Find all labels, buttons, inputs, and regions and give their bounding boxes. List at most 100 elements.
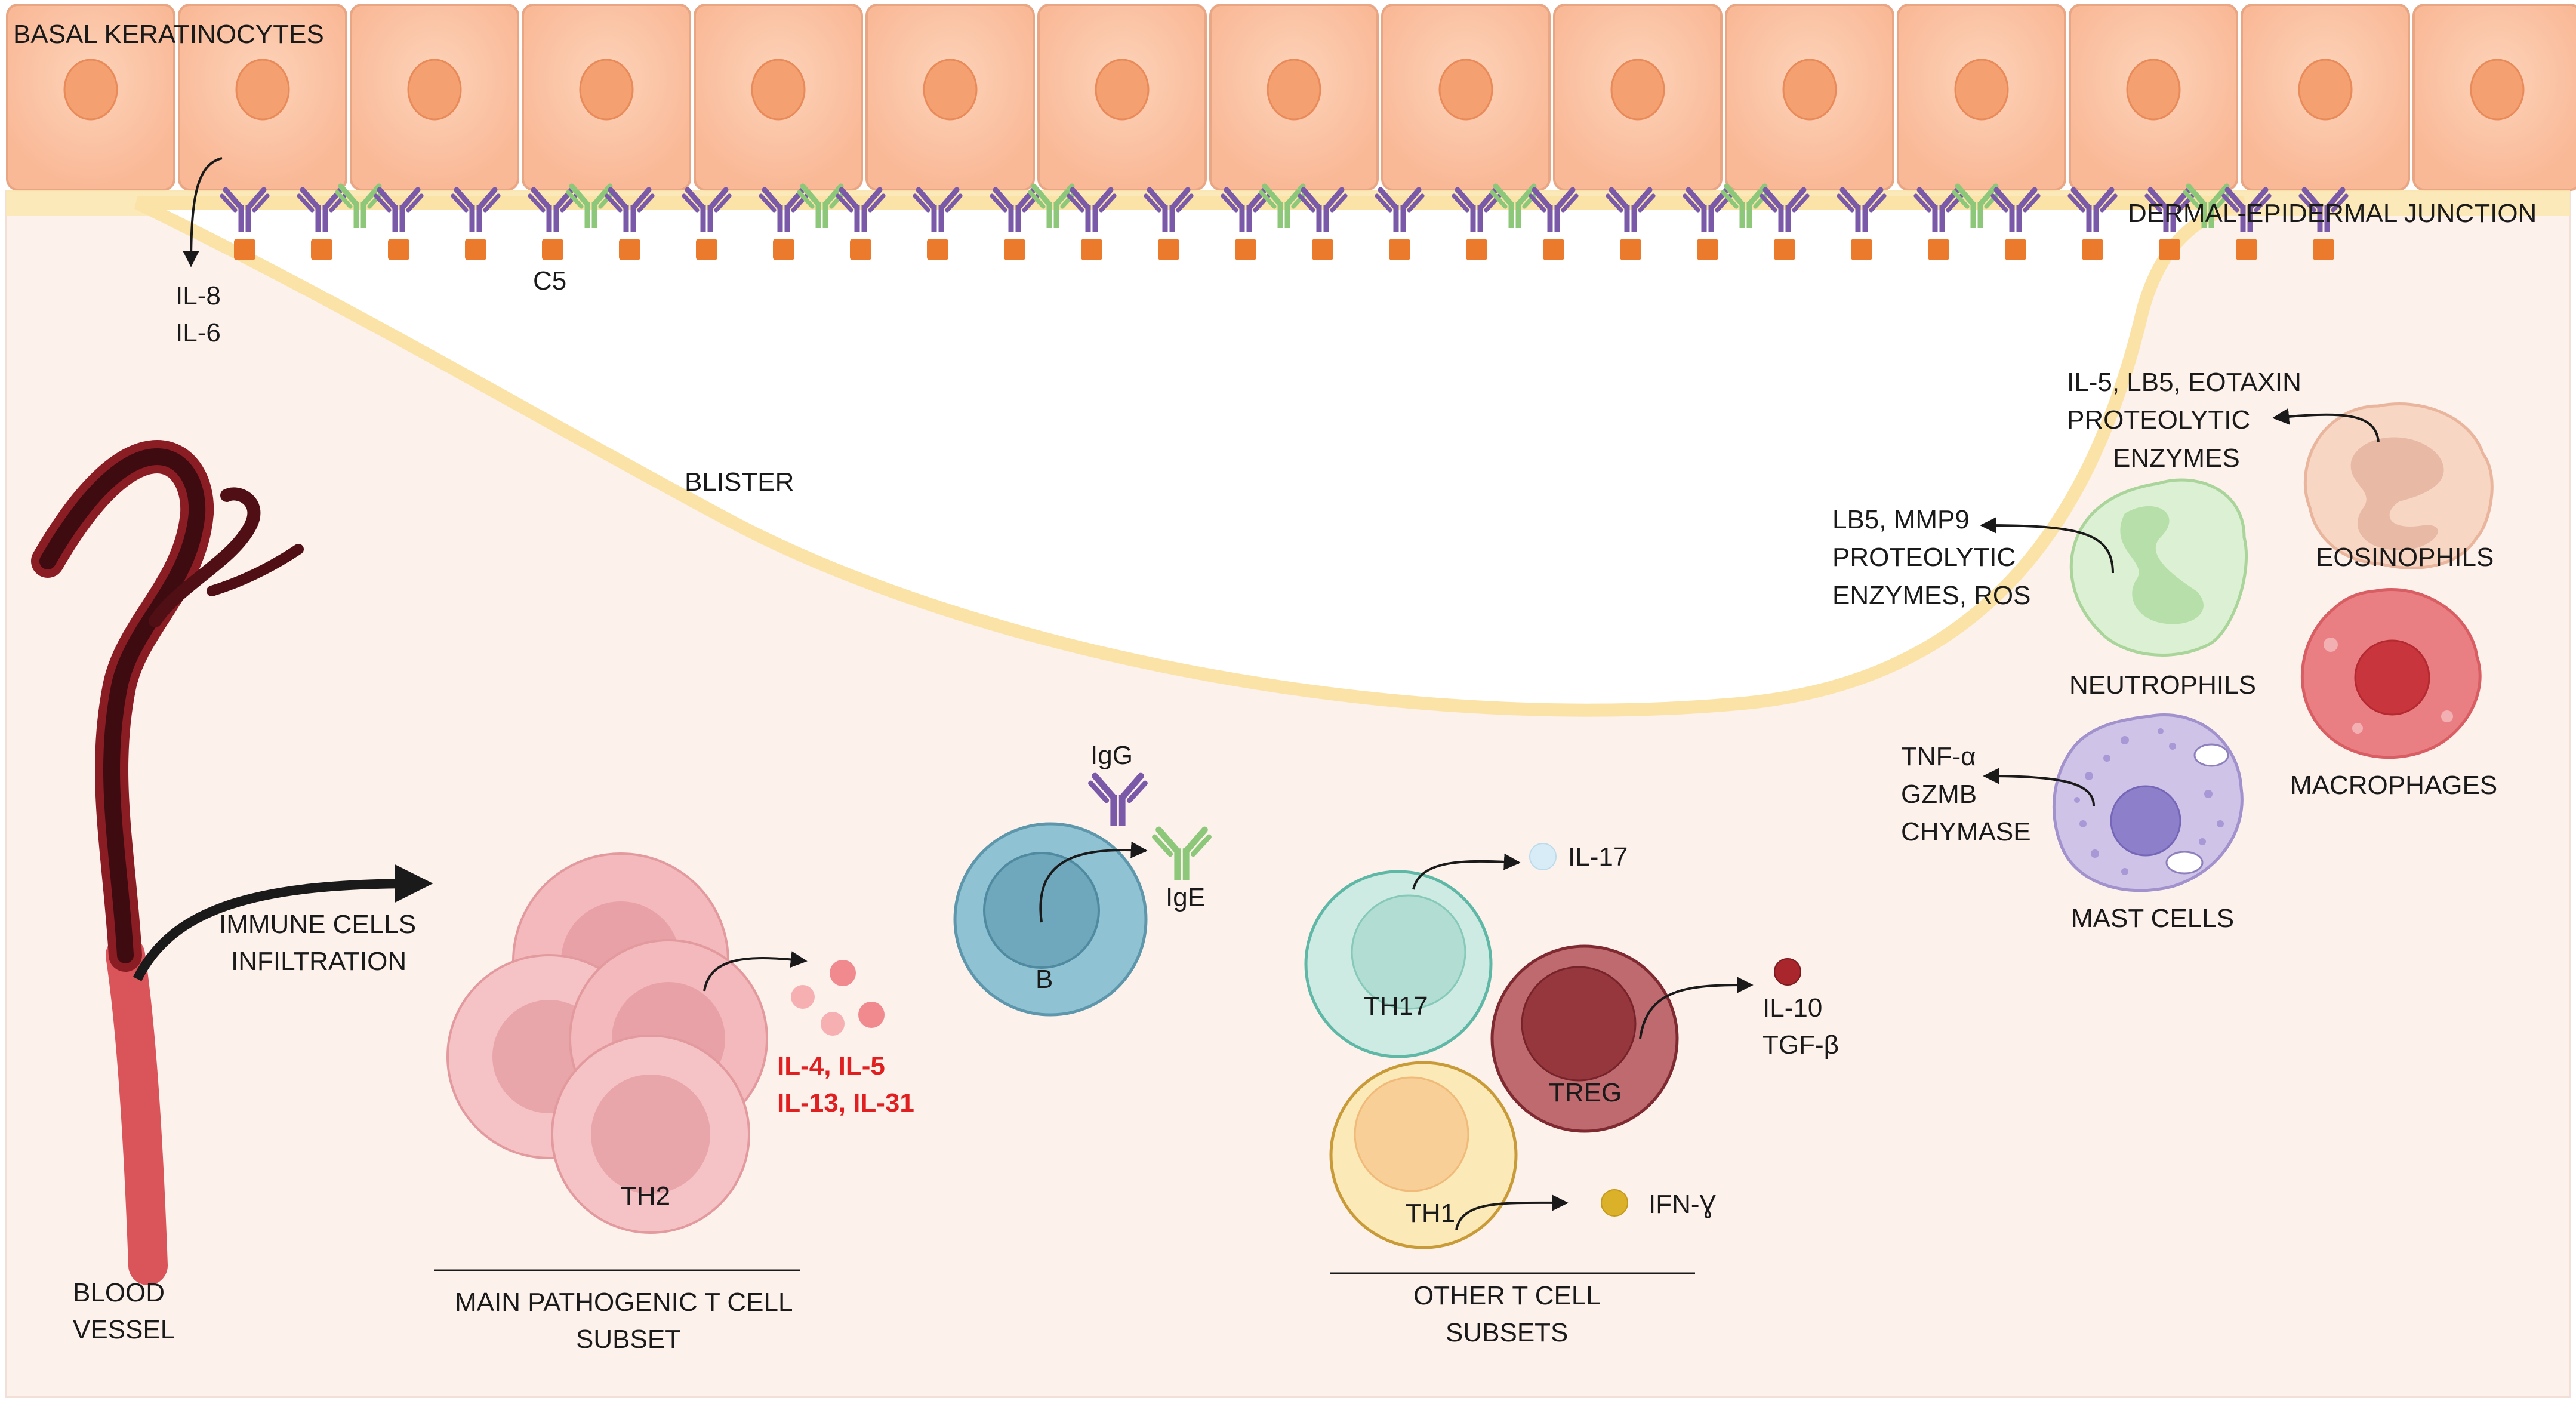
igg-c5-complex [605, 187, 655, 260]
antibody-icon [1067, 187, 1117, 232]
ifng-dot [1601, 1189, 1628, 1217]
mast-cells-label: MAST CELLS [2071, 904, 2234, 933]
igg-c5-complex [1144, 187, 1194, 260]
b-cell [953, 822, 1148, 1017]
keratinocyte-cell [2412, 4, 2576, 191]
keratinocyte-cell [2069, 4, 2238, 191]
antibody-icon [1837, 187, 1887, 232]
antibody-icon [1088, 772, 1148, 826]
blister-cavity [134, 196, 2246, 717]
antibody-icon [1721, 183, 1771, 228]
igg-c5-complex [759, 183, 847, 260]
igg-c5-complex [2067, 187, 2118, 260]
antibody-icon [1990, 187, 2041, 232]
th17-label: TH17 [1364, 992, 1428, 1021]
dermal-epidermal-junction-label: DERMAL-EPIDERMAL JUNCTION [2128, 199, 2537, 228]
igg-antibody-icon [1088, 772, 1148, 826]
blister-label: BLISTER [685, 467, 794, 497]
keratinocyte-cell [522, 4, 691, 191]
keratinocyte-cell [1725, 4, 1894, 191]
c5-block [1158, 239, 1179, 260]
antibody-icon [220, 187, 270, 232]
il17-label: IL-17 [1568, 842, 1628, 872]
c5-block [1312, 239, 1333, 260]
macrophage-cell [2300, 588, 2482, 759]
eos-products-label-1: IL-5, LB5, EOTAXIN [2067, 368, 2301, 397]
igg-c5-complex [1529, 187, 1579, 260]
igg-c5-complex [1298, 187, 1348, 260]
main-subset-label-1: MAIN PATHOGENIC T CELL [455, 1288, 793, 1317]
keratinocyte-cell [865, 4, 1035, 191]
keratinocyte-cell [1553, 4, 1723, 191]
antibody-icon [797, 183, 847, 228]
antibody-icon [1529, 187, 1579, 232]
th2-label: TH2 [621, 1181, 670, 1211]
blood-vessel [31, 440, 304, 1285]
c5-block [1774, 239, 1795, 260]
antibody-icon [451, 187, 501, 232]
il10-dot [1774, 958, 1801, 986]
antibody-icon [2298, 187, 2349, 232]
c5-block [1235, 239, 1256, 260]
keratinocyte-cell [178, 4, 347, 191]
th17-secretion-arrow [1412, 853, 1521, 890]
antibody-icon [682, 187, 732, 232]
il6-label: IL-6 [175, 318, 221, 347]
treg-label: TREG [1549, 1078, 1622, 1107]
igg-c5-complex [1375, 187, 1425, 260]
basal-keratinocytes-label: BASAL KERATINOCYTES [13, 20, 324, 49]
eosinophil-cell [2303, 402, 2494, 569]
neutrophil-cell [2069, 478, 2248, 657]
il-arrow [183, 157, 223, 267]
other-subsets-label-1: OTHER T CELL [1413, 1281, 1601, 1310]
antibody-icon [1375, 187, 1425, 232]
c5-block [1081, 239, 1102, 260]
c5-block [1697, 239, 1718, 260]
c5-block [311, 239, 332, 260]
b-cell-secretion-arrow [1039, 841, 1148, 923]
eos-products-label-2: PROTEOLYTIC [2067, 405, 2250, 435]
c5-block [927, 239, 948, 260]
c5-block [2236, 239, 2257, 260]
igg-c5-complex [1837, 187, 1887, 260]
c5-block [1389, 239, 1410, 260]
th1-label: TH1 [1406, 1199, 1455, 1228]
th2-cytokine-dots [791, 960, 885, 1036]
antibody-icon [335, 183, 385, 228]
neut-products-label-2: PROTEOLYTIC [1832, 543, 2016, 572]
junction-antibody-row [220, 183, 2349, 260]
other-subsets-label-2: SUBSETS [1446, 1318, 1568, 1347]
igg-c5-complex [2144, 183, 2233, 260]
b-cell-label: B [1036, 965, 1053, 994]
il10-label: IL-10 [1762, 993, 1822, 1023]
igg-c5-complex [1606, 187, 1656, 260]
antibody-icon [1144, 187, 1194, 232]
igg-c5-complex [297, 183, 385, 260]
igg-c5-complex [220, 187, 270, 260]
igg-c5-complex [1067, 187, 1117, 260]
c5-block [1620, 239, 1641, 260]
c5-block [1851, 239, 1872, 260]
keratinocyte-cell [694, 4, 863, 191]
antibody-icon [1152, 826, 1212, 880]
th1-cell [1329, 1061, 1518, 1249]
antibody-icon [605, 187, 655, 232]
c5-block [850, 239, 871, 260]
igg-c5-complex [682, 187, 732, 260]
neut-products-label-1: LB5, MMP9 [1832, 505, 1970, 534]
c5-block [1004, 239, 1025, 260]
mast-products-label-2: GZMB [1901, 780, 1977, 809]
keratinocyte-cell [2241, 4, 2410, 191]
th2-cytokines-label-2: IL-13, IL-31 [777, 1088, 914, 1117]
keratinocyte-cell [350, 4, 519, 191]
c5-block [2313, 239, 2334, 260]
th1-secretion-arrow [1455, 1194, 1569, 1230]
eosinophils-label: EOSINOPHILS [2316, 543, 2494, 572]
c5-block [388, 239, 409, 260]
neutrophil-secretion-arrow [1980, 517, 2114, 574]
blood-vessel-label-2: VESSEL [73, 1315, 175, 1344]
igg-c5-complex [913, 187, 963, 260]
th2-cytokines-label-1: IL-4, IL-5 [777, 1051, 885, 1080]
immune-infiltration-label-2: INFILTRATION [231, 947, 406, 976]
c5-block [696, 239, 717, 260]
